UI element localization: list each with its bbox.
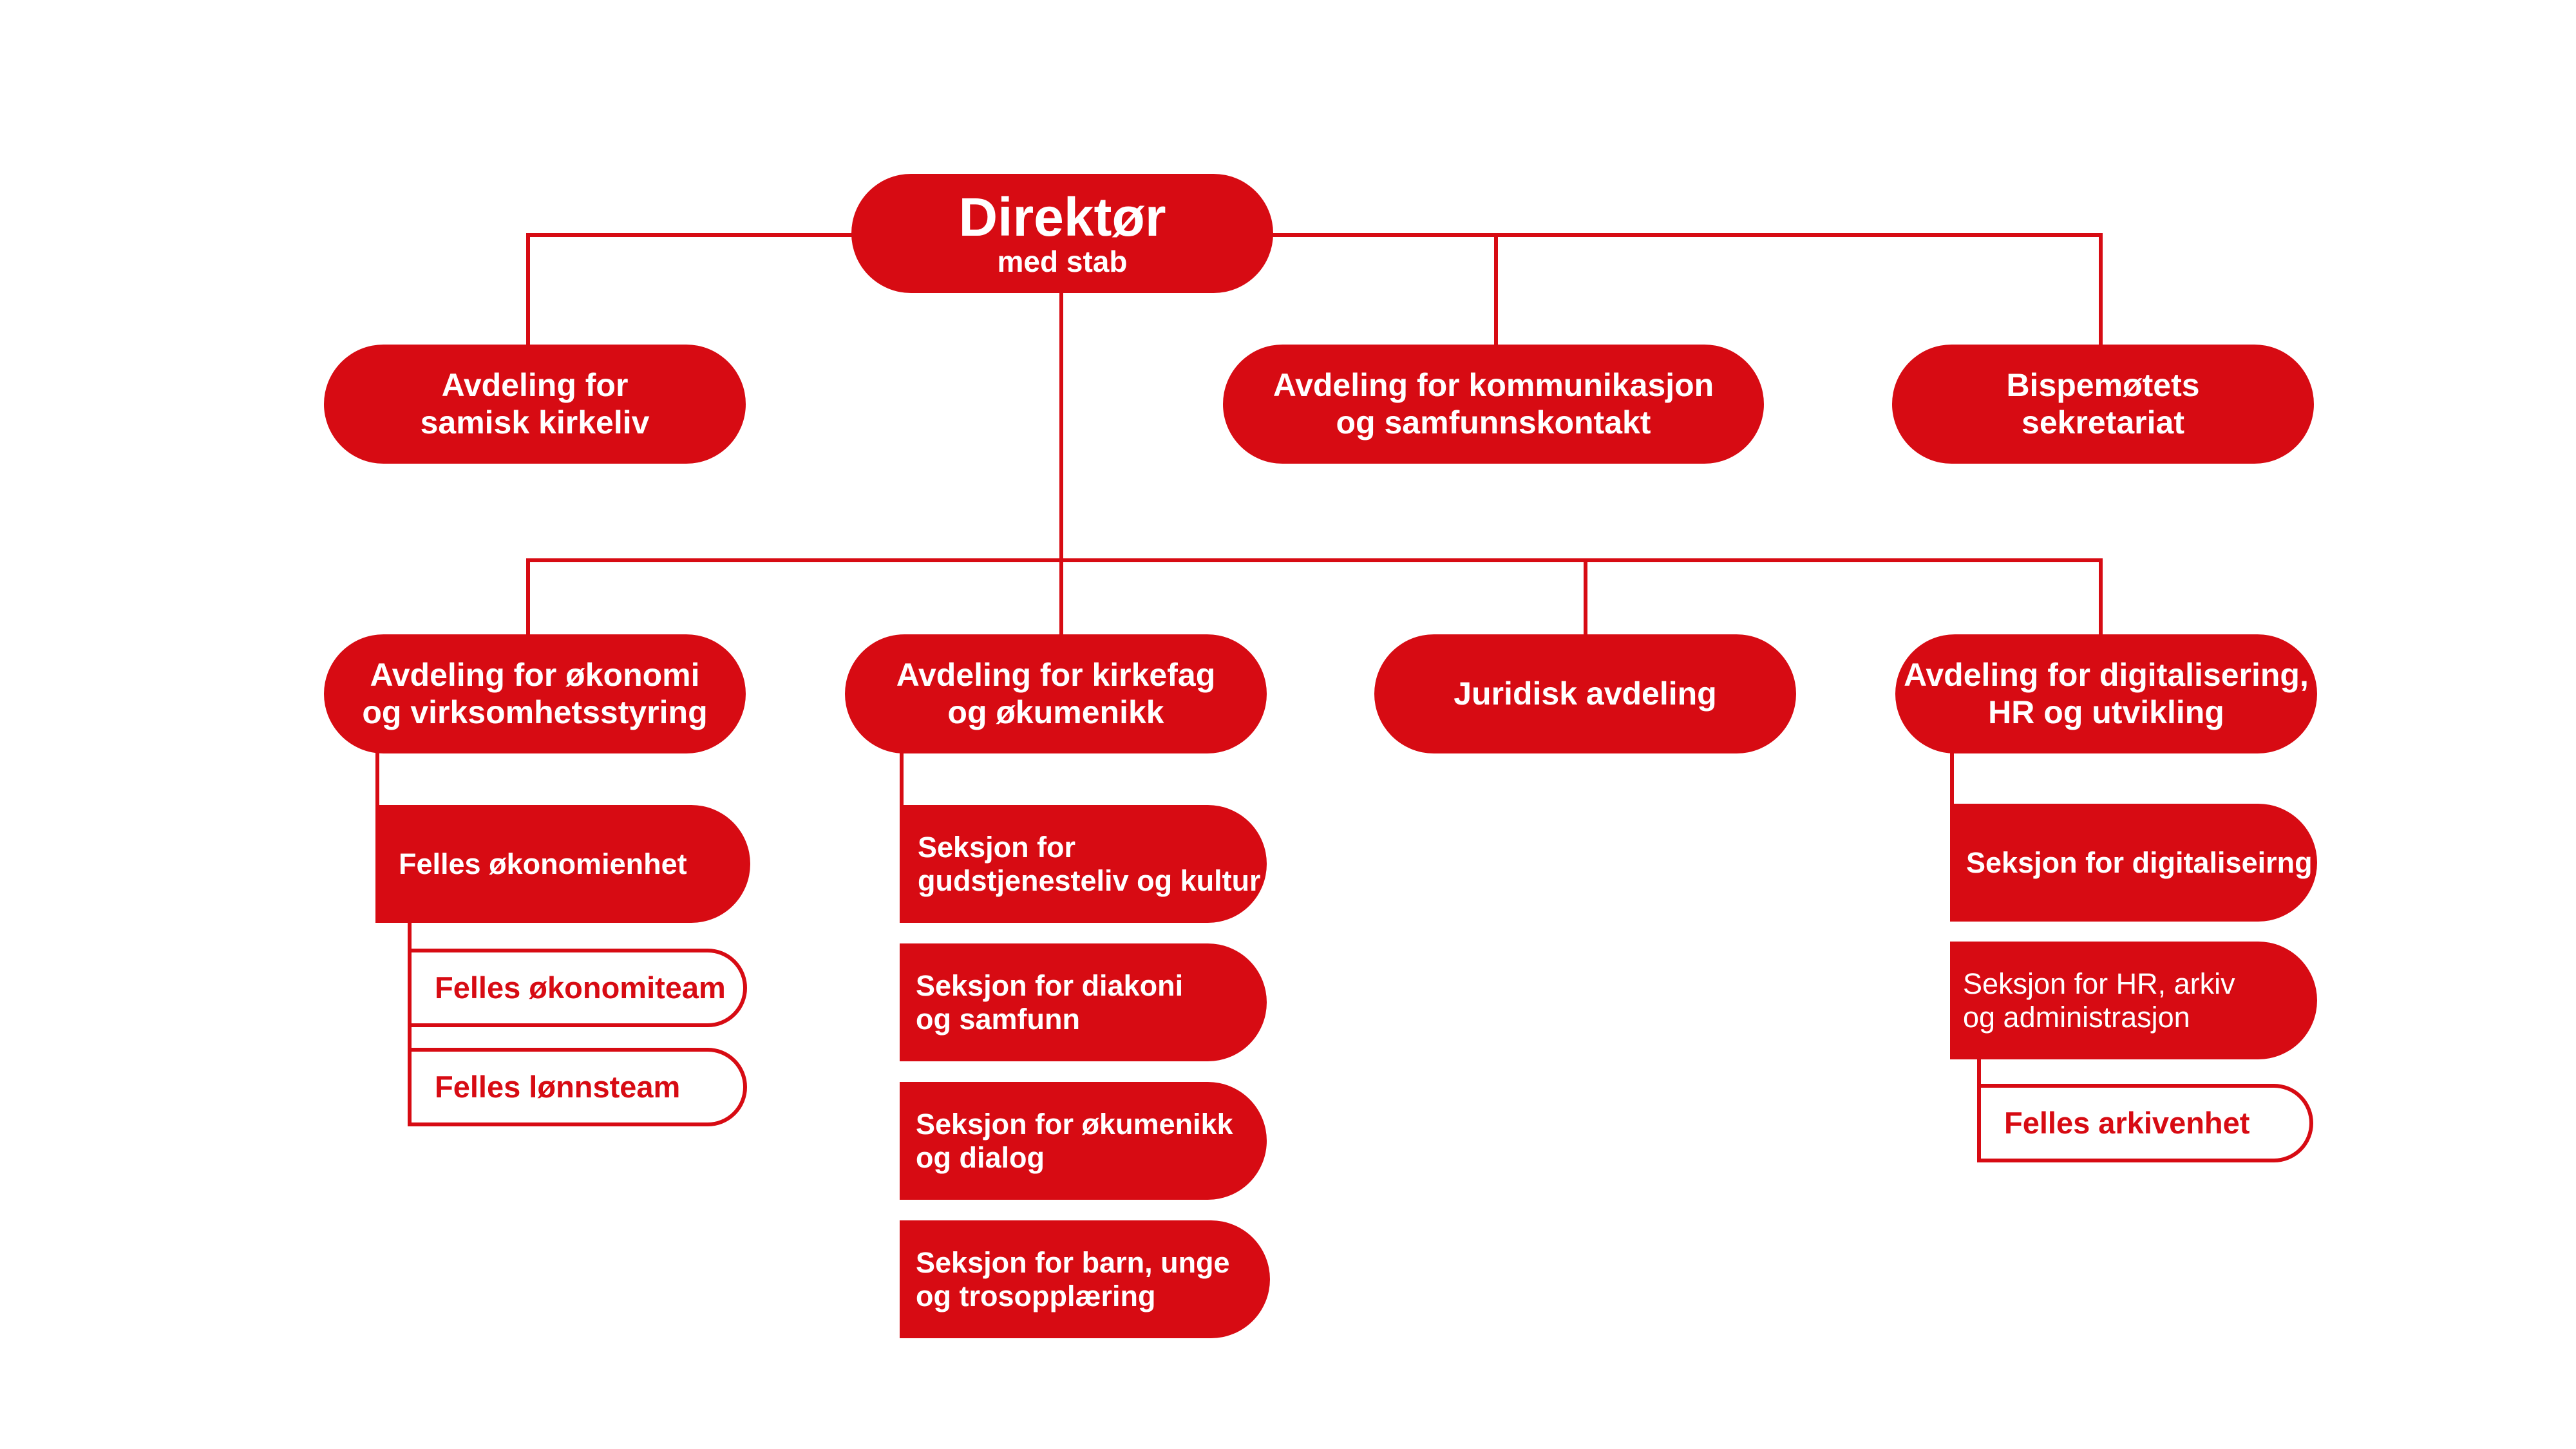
dept-label-line: samisk kirkeliv: [420, 404, 650, 440]
director-title: Direktør: [958, 187, 1166, 248]
director-node: Direktør med stab: [851, 174, 1273, 293]
section-okumenikk: Seksjon for økumenikk og dialog: [900, 1082, 1267, 1200]
dept-label-line: Bispemøtets: [2006, 367, 2200, 403]
team-felles-okonomiteam: Felles økonomiteam: [408, 949, 747, 1027]
team-label: Felles økonomiteam: [435, 970, 726, 1005]
section-barn-unge: Seksjon for barn, unge og trosopplæring: [900, 1220, 1270, 1338]
section-label-line: Seksjon for: [918, 830, 1076, 864]
dept-label-line: Juridisk avdeling: [1454, 675, 1717, 712]
dept-kirkefag: Avdeling for kirkefag og økumenikk: [845, 634, 1267, 753]
dept-label-line: Avdeling for økonomi: [370, 657, 700, 693]
section-diakoni: Seksjon for diakoni og samfunn: [900, 943, 1267, 1061]
director-subtitle: med stab: [997, 245, 1128, 279]
dept-label-line: og virksomhetsstyring: [362, 694, 708, 730]
unit-felles-okonomienhet: Felles økonomienhet: [375, 805, 750, 923]
section-label-line: Seksjon for diakoni: [916, 969, 1184, 1002]
dept-juridisk: Juridisk avdeling: [1374, 634, 1796, 753]
unit-felles-arkivenhet: Felles arkivenhet: [1977, 1084, 2313, 1162]
section-label-line: Seksjon for barn, unge: [916, 1245, 1230, 1279]
team-label: Felles lønnsteam: [435, 1069, 681, 1104]
section-label-line: Seksjon for digitaliseirng: [1966, 846, 2313, 879]
dept-bispemotet: Bispemøtets sekretariat: [1892, 345, 2314, 464]
dept-samisk-kirkeliv: Avdeling for samisk kirkeliv: [324, 345, 746, 464]
dept-label-line: Avdeling for kirkefag: [896, 657, 1216, 693]
unit-label: Felles arkivenhet: [2004, 1105, 2250, 1140]
section-label-line: Seksjon for økumenikk: [916, 1107, 1233, 1141]
section-label-line: Seksjon for HR, arkiv: [1963, 967, 2235, 1000]
dept-digitalisering: Avdeling for digitalisering, HR og utvik…: [1895, 634, 2317, 753]
dept-label-line: og samfunnskontakt: [1336, 404, 1651, 440]
section-label-line: og samfunn: [916, 1002, 1080, 1036]
section-digitalisering: Seksjon for digitaliseirng: [1950, 804, 2317, 922]
team-felles-lonnsteam: Felles lønnsteam: [408, 1048, 747, 1126]
dept-label-line: sekretariat: [2022, 404, 2184, 440]
section-gudstjenesteliv: Seksjon for gudstjenesteliv og kultur: [900, 805, 1267, 923]
section-label-line: og dialog: [916, 1141, 1045, 1174]
unit-label: Felles økonomienhet: [399, 847, 687, 880]
section-label-line: gudstjenesteliv og kultur: [918, 864, 1261, 897]
dept-label-line: og økumenikk: [947, 694, 1164, 730]
section-label-line: og trosopplæring: [916, 1279, 1156, 1312]
dept-okonomi: Avdeling for økonomi og virksomhetsstyri…: [324, 634, 746, 753]
dept-label-line: Avdeling for kommunikasjon: [1273, 367, 1714, 403]
dept-label-line: Avdeling for: [441, 367, 629, 403]
dept-kommunikasjon: Avdeling for kommunikasjon og samfunnsko…: [1223, 345, 1764, 464]
dept-label-line: HR og utvikling: [1988, 694, 2224, 730]
section-label-line: og administrasjon: [1963, 1000, 2190, 1034]
section-hr-arkiv: Seksjon for HR, arkiv og administrasjon: [1950, 942, 2317, 1059]
dept-label-line: Avdeling for digitalisering,: [1904, 657, 2309, 693]
